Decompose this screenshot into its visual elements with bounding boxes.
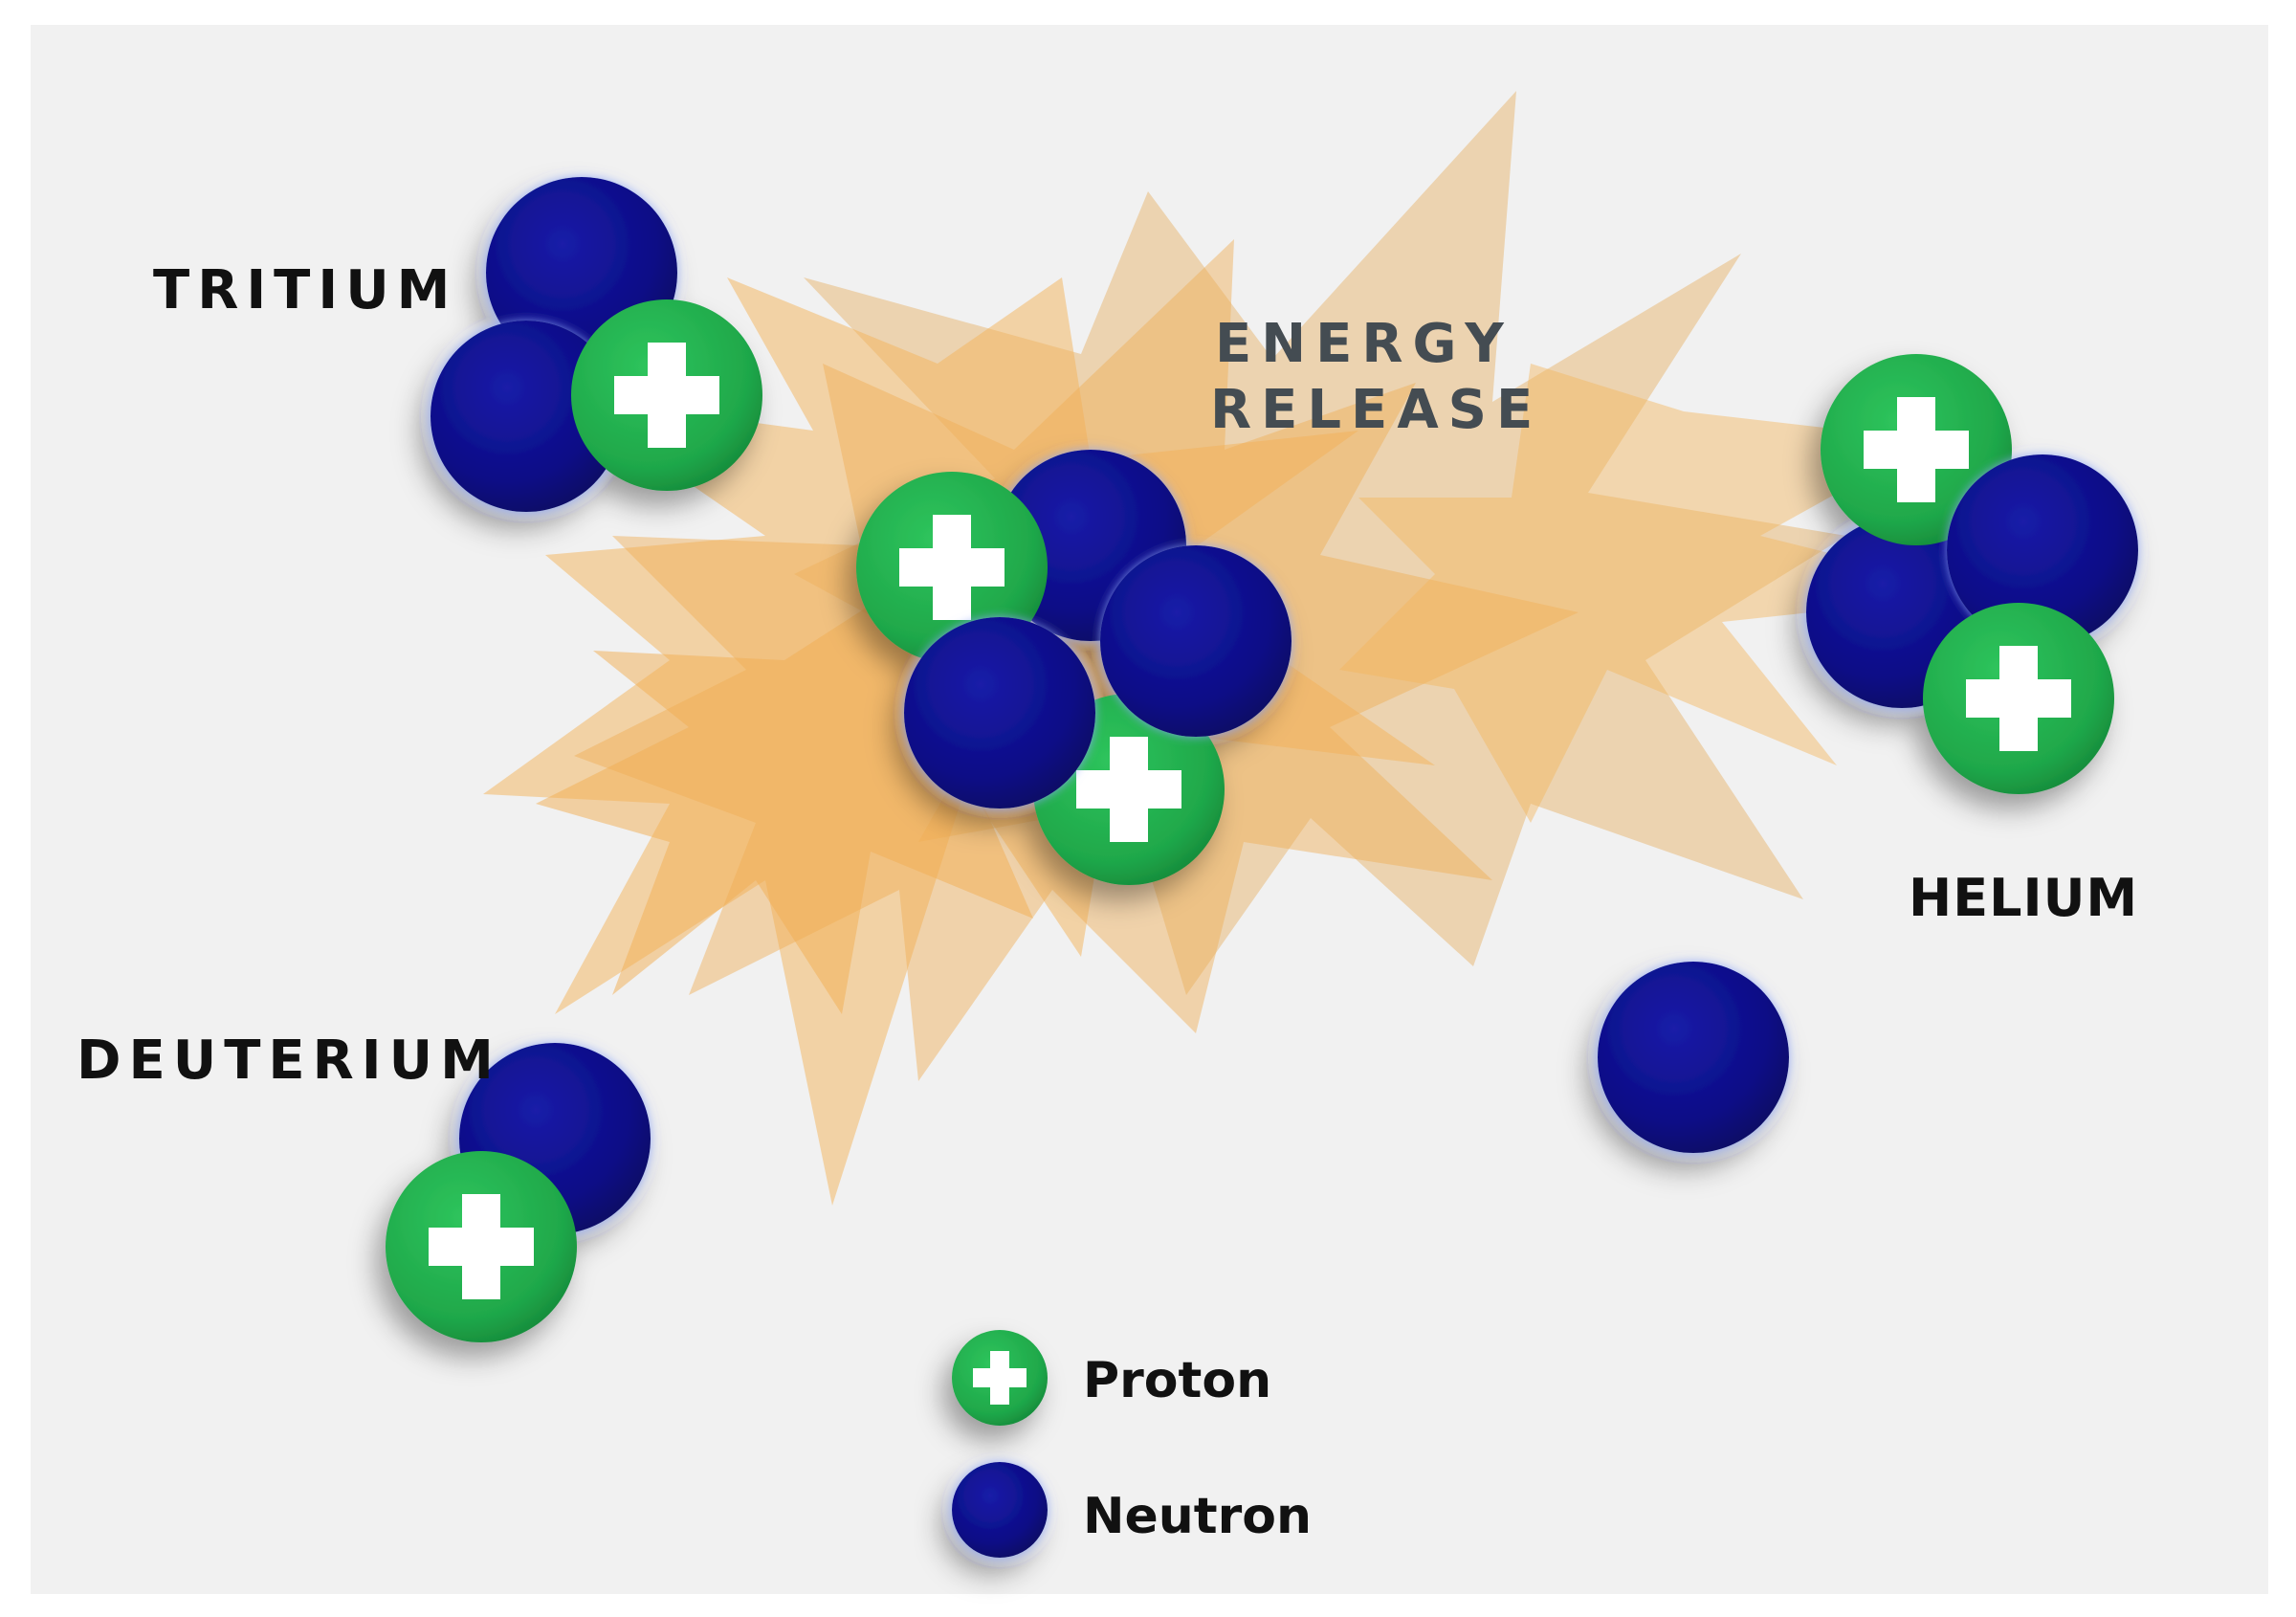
helium-label: HELIUM — [1909, 868, 2138, 928]
legend-proton-label: Proton — [1083, 1352, 1271, 1409]
energy-release-label-line2: RELEASE — [1210, 379, 1542, 441]
proton — [386, 1151, 577, 1342]
tritium-label: TRITIUM — [153, 259, 457, 321]
neutron — [430, 321, 622, 512]
proton — [571, 299, 762, 491]
fusion-cluster — [856, 450, 1292, 885]
tritium-molecule — [430, 177, 762, 512]
legend-neutron-icon — [952, 1462, 1048, 1558]
legend-neutron-label: Neutron — [1083, 1488, 1312, 1545]
helium-molecule — [1806, 354, 2138, 794]
neutron — [1100, 545, 1292, 737]
energy-release-label-line1: ENERGY — [1215, 313, 1513, 375]
neutron — [904, 617, 1095, 808]
legend-proton-icon — [952, 1330, 1048, 1426]
proton — [856, 472, 1048, 663]
proton — [1923, 603, 2114, 794]
neutron — [1947, 454, 2138, 646]
deuterium-label: DEUTERIUM — [77, 1030, 501, 1092]
deuterium-molecule — [386, 1043, 651, 1342]
free-neutron — [1598, 962, 1789, 1153]
burst-layer — [536, 536, 1138, 1014]
legend: Proton Neutron — [952, 1330, 1312, 1558]
